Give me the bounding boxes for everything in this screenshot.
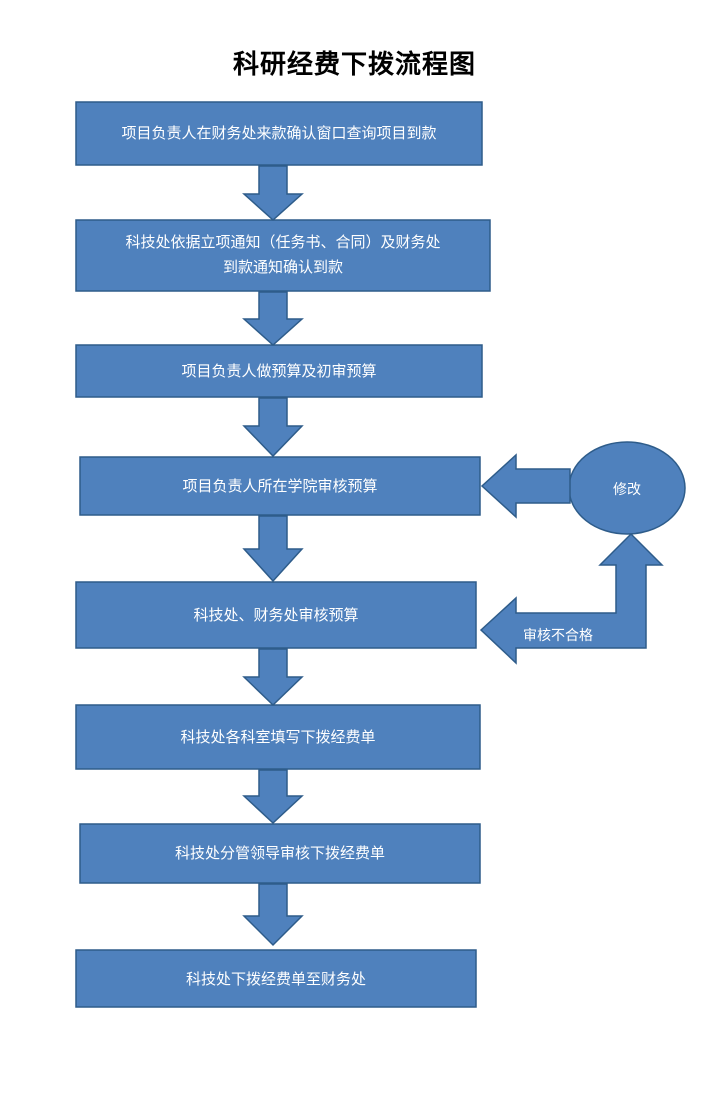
revise-label: 修改: [613, 482, 641, 498]
step-box-4[interactable]: [79, 456, 481, 516]
step-5-label: 科技处、财务处审核预算: [193, 606, 358, 624]
down-arrow-6: [242, 769, 304, 825]
step-2-label-line1: 科技处依据立项通知（任务书、合同）及财务处: [125, 233, 440, 251]
page-title: 科研经费下拨流程图: [232, 50, 476, 80]
revise-left-arrow: [480, 453, 571, 519]
step-2-label-line2: 到款通知确认到款: [223, 258, 343, 276]
down-arrow-1: [242, 165, 304, 222]
step-box-3[interactable]: [75, 344, 483, 398]
reject-label: 审核不合格: [523, 628, 593, 644]
down-arrow-7: [242, 883, 304, 947]
down-arrow-3: [242, 397, 304, 458]
step-7-label: 科技处分管领导审核下拨经费单: [175, 844, 385, 862]
step-6-label: 科技处各科室填写下拨经费单: [180, 728, 375, 746]
step-box-5[interactable]: [75, 581, 477, 649]
step-box-6[interactable]: [75, 704, 481, 770]
step-box-8[interactable]: [75, 949, 477, 1008]
step-3-label: 项目负责人做预算及初审预算: [181, 362, 376, 380]
step-4-label: 项目负责人所在学院审核预算: [182, 477, 377, 495]
down-arrow-2: [242, 291, 304, 347]
step-8-label: 科技处下拨经费单至财务处: [186, 970, 366, 988]
step-box-1[interactable]: [75, 101, 483, 166]
down-arrow-4: [242, 515, 304, 583]
step-box-2[interactable]: [75, 219, 491, 292]
step-1-label: 项目负责人在财务处来款确认窗口查询项目到款: [121, 124, 436, 142]
step-box-7[interactable]: [79, 823, 481, 884]
down-arrow-5: [242, 648, 304, 707]
